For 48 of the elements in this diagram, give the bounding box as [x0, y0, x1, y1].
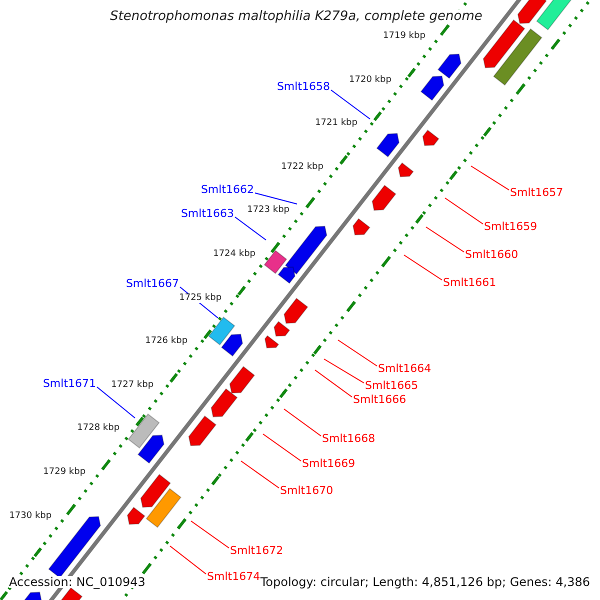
locus-label: Smlt1662	[200, 184, 254, 195]
tick-label: 1719 kbp	[383, 32, 426, 41]
locus-label: Smlt1665	[365, 380, 418, 391]
leader-line	[170, 546, 206, 574]
leader-line	[314, 370, 352, 398]
tick-label: 1730 kbp	[9, 512, 52, 521]
locus-label: Smlt1670	[280, 485, 334, 496]
tick-label: 1728 kbp	[77, 424, 120, 434]
locus-label: Smlt1664	[378, 363, 432, 374]
locus-label: Smlt1659	[484, 221, 538, 232]
leader-line	[190, 520, 230, 548]
leader-line	[324, 358, 364, 384]
locus-label: Smlt1666	[353, 394, 406, 405]
leader-line	[262, 434, 302, 462]
leader-line	[470, 166, 510, 190]
leader-line	[330, 90, 370, 120]
genome-summary: Topology: circular; Length: 4,851,126 bp; Genes: 4,386	[260, 576, 590, 588]
leader-line	[96, 386, 136, 418]
locus-label: Smlt1674	[207, 571, 260, 582]
tick-label: 1727 kbp	[111, 380, 154, 390]
map-title: Stenotrophomonas maltophilia K279a, complete genome	[110, 10, 482, 23]
leader-line	[426, 226, 464, 252]
locus-label: Smlt1671	[42, 378, 96, 389]
tick-label: 1726 kbp	[145, 337, 188, 346]
leader-line	[338, 340, 378, 366]
tick-label: 1720 kbp	[349, 76, 392, 85]
leader-line	[404, 254, 442, 280]
locus-label: Smlt1668	[322, 433, 376, 444]
leader-line	[254, 192, 298, 204]
leader-line	[234, 216, 266, 240]
locus-label: Smlt1663	[180, 208, 234, 219]
locus-label: Smlt1672	[230, 545, 284, 556]
leader-line	[240, 460, 280, 488]
leader-line	[284, 408, 322, 436]
tick-label: 1721 kbp	[315, 119, 358, 128]
locus-label: Smlt1661	[443, 277, 496, 288]
tick-label: 1724 kbp	[213, 250, 256, 259]
tick-label: 1723 kbp	[247, 206, 290, 216]
tick-label: 1725 kbp	[179, 294, 222, 303]
locus-label: Smlt1667	[126, 278, 179, 289]
locus-label: Smlt1669	[302, 458, 356, 469]
tick-label: 1722 kbp	[281, 162, 324, 172]
accession-text: Accession: NC_010943	[9, 576, 146, 588]
leader-line	[444, 198, 484, 224]
locus-label: Smlt1657	[510, 187, 564, 198]
locus-label: Smlt1660	[465, 249, 518, 260]
tick-label: 1729 kbp	[43, 468, 86, 477]
locus-label: Smlt1658	[276, 81, 330, 92]
